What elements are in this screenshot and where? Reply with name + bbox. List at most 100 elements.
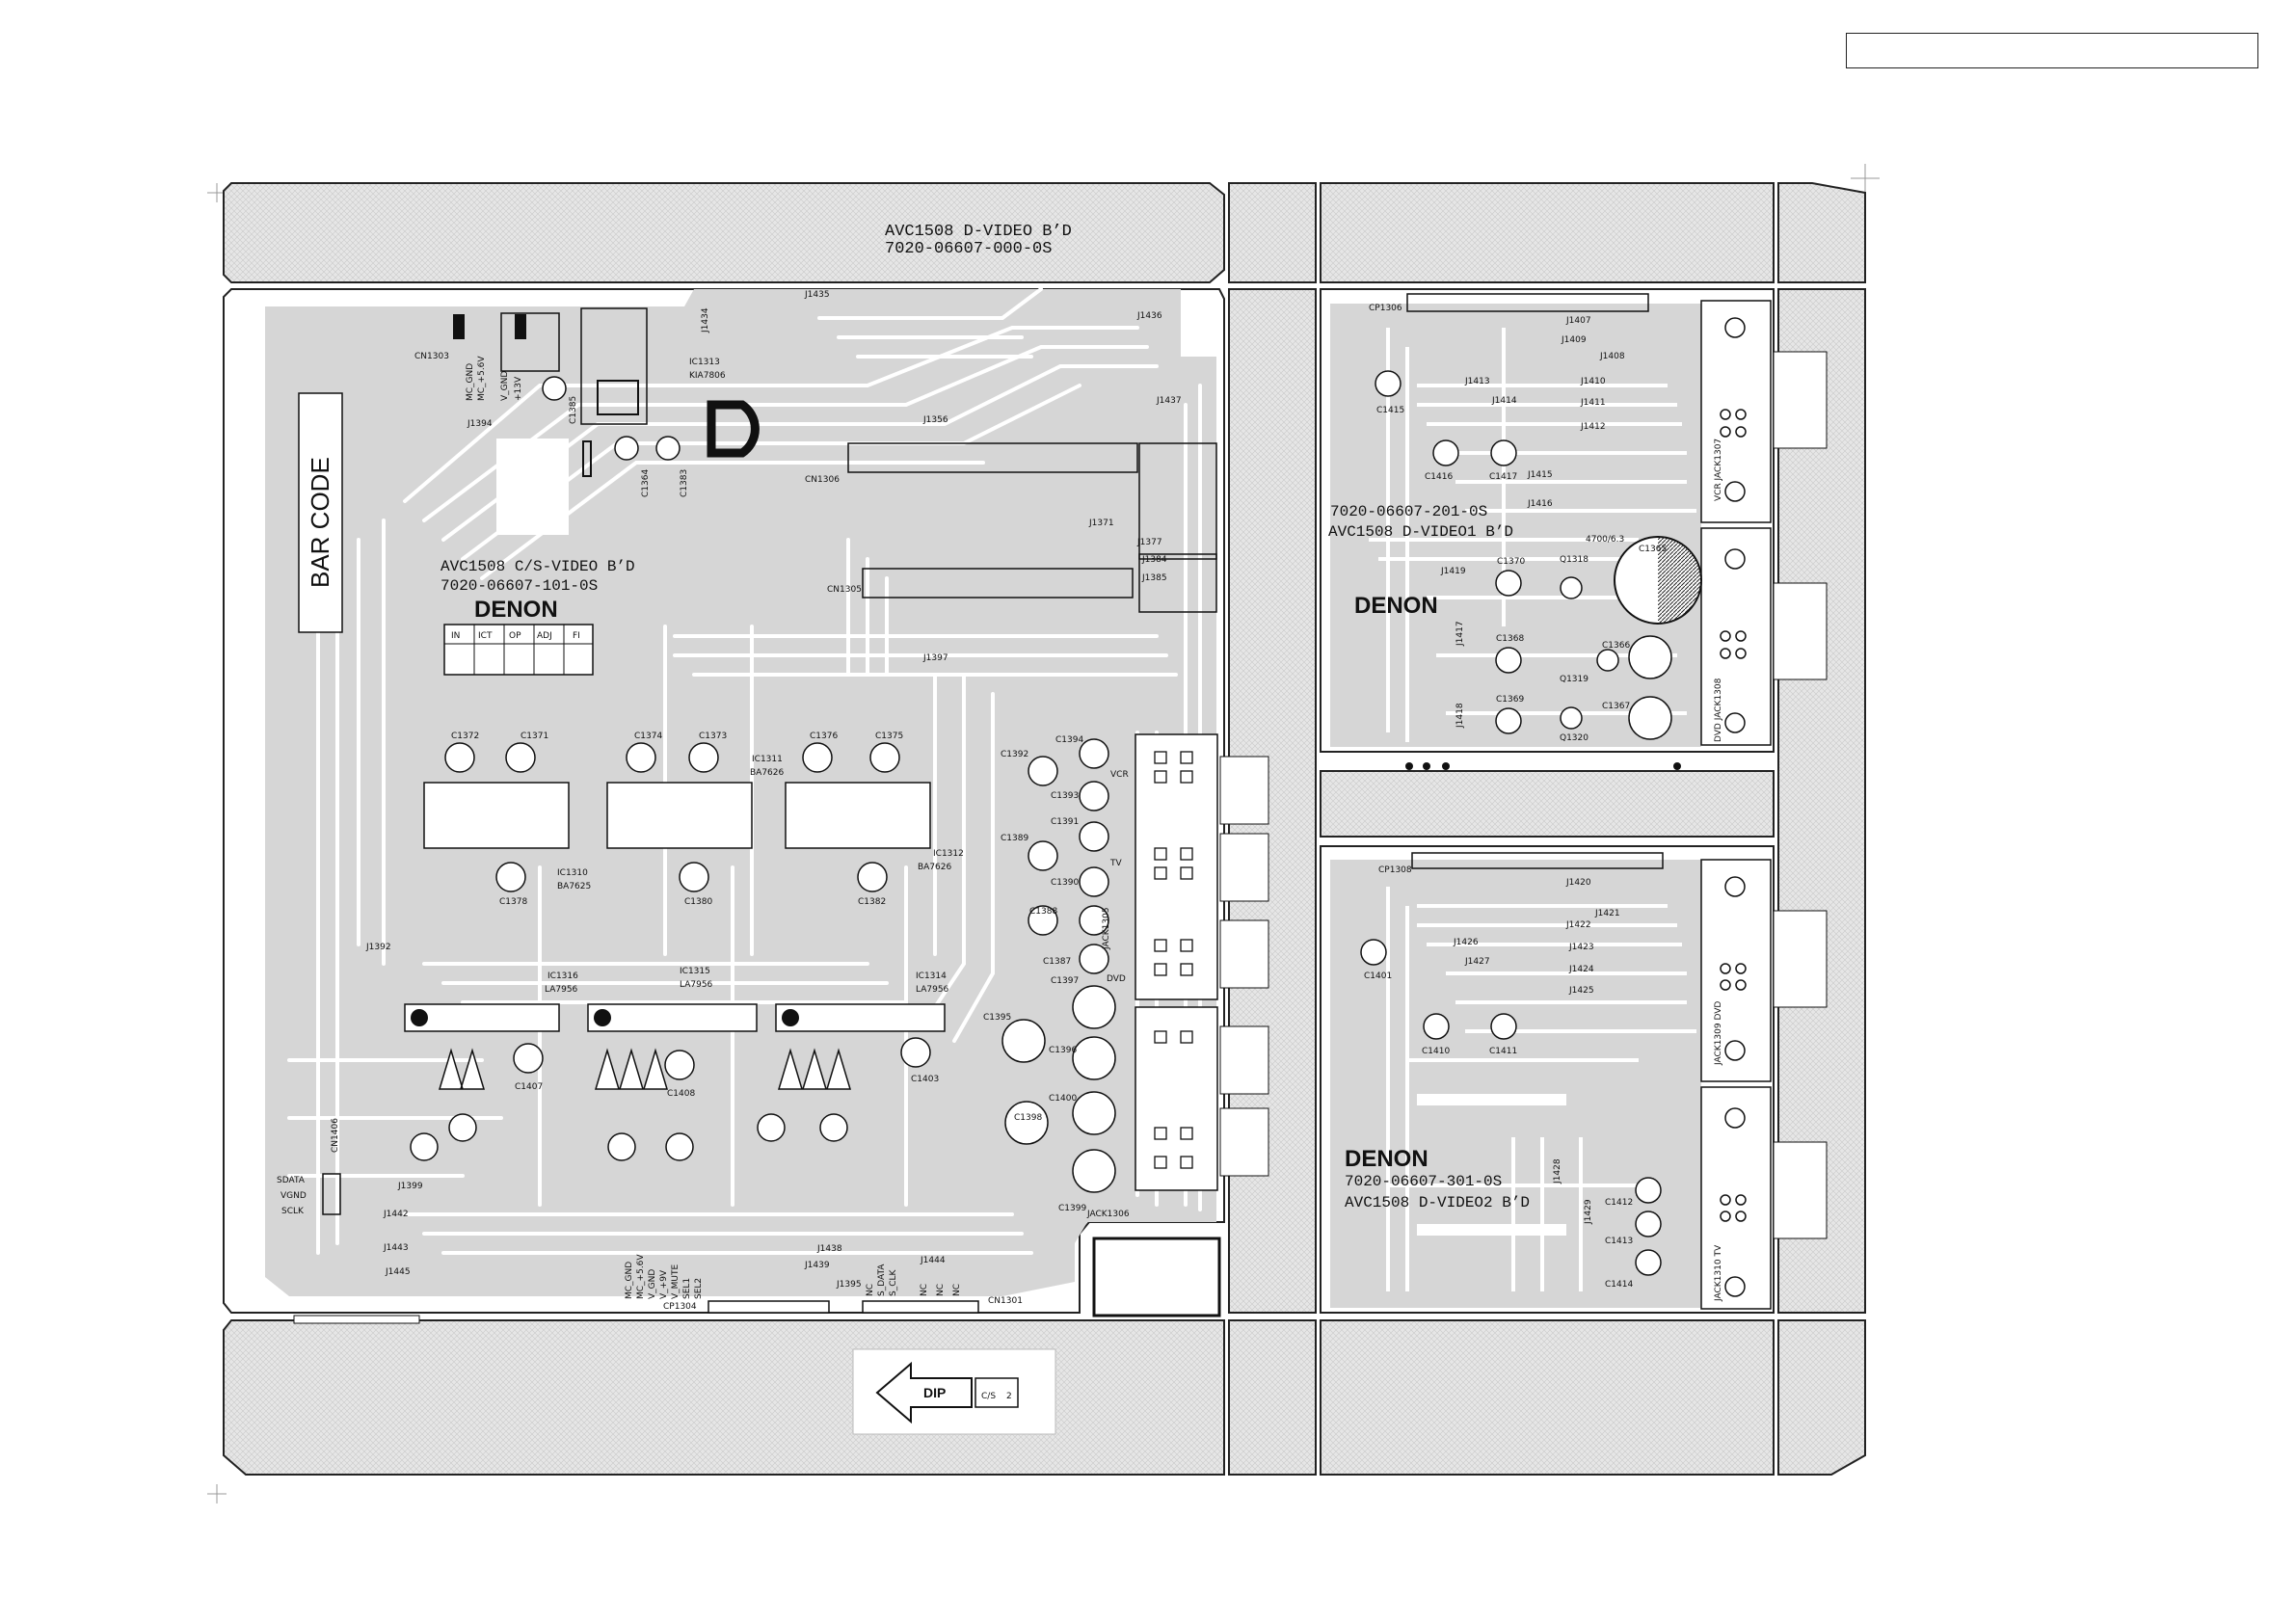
dip-direction-block: DIP C/S 2 bbox=[852, 1348, 1056, 1435]
cap-c1394: C1394 bbox=[1055, 735, 1083, 745]
cn1406-label: CN1406 bbox=[331, 1118, 340, 1153]
video2-brand: DENON bbox=[1345, 1146, 1428, 1172]
cap-c1376: C1376 bbox=[810, 732, 838, 741]
video1-j1417: J1417 bbox=[1455, 621, 1465, 647]
ic1313-ref: IC1313 bbox=[689, 358, 720, 367]
jumper-j1371: J1371 bbox=[1088, 519, 1114, 528]
main-board: BAR CODE AVC1508 C/S-VIDEO B’D 7020-0660… bbox=[223, 287, 1269, 1324]
video2-j1427: J1427 bbox=[1464, 957, 1490, 967]
cn1301-pin-2: S_DATA bbox=[877, 1264, 887, 1296]
jumper-j1444: J1444 bbox=[920, 1256, 946, 1265]
jack-label-1305: JACK1305 bbox=[1102, 907, 1111, 950]
video1-cap-c1416: C1416 bbox=[1425, 472, 1453, 482]
side-strips bbox=[1228, 288, 1866, 1314]
jumper-j1443: J1443 bbox=[383, 1243, 409, 1253]
cap-c1374: C1374 bbox=[634, 732, 662, 741]
jack-label-1306: JACK1306 bbox=[1086, 1210, 1130, 1219]
video1-j1409: J1409 bbox=[1561, 335, 1587, 345]
jumper-j1377: J1377 bbox=[1136, 538, 1162, 547]
cap-c1387: C1387 bbox=[1043, 957, 1071, 967]
ic1316-part: LA7956 bbox=[545, 985, 578, 995]
cap-c1375: C1375 bbox=[875, 732, 903, 741]
video2-j1428: J1428 bbox=[1553, 1158, 1562, 1184]
video2-cap-c1401: C1401 bbox=[1364, 971, 1392, 981]
ic1310-part: BA7625 bbox=[557, 882, 591, 891]
video1-brand: DENON bbox=[1354, 593, 1438, 619]
video2-connector: CP1308 bbox=[1378, 865, 1412, 875]
ic1314-part: LA7956 bbox=[916, 985, 949, 995]
video1-cap-c1417: C1417 bbox=[1489, 472, 1517, 482]
cn1303-label: CN1303 bbox=[414, 352, 449, 361]
jack-label-dvd: DVD bbox=[1107, 974, 1126, 984]
video1-j1410: J1410 bbox=[1580, 377, 1606, 386]
video2-j1423: J1423 bbox=[1568, 943, 1594, 952]
bottom-pin-4: V_+9V bbox=[659, 1269, 669, 1299]
cn1303-pin-2: MC_+5.6V bbox=[477, 356, 487, 401]
cap-c1393: C1393 bbox=[1051, 791, 1079, 801]
jack-label-tv: TV bbox=[1109, 859, 1122, 868]
cap-c1378: C1378 bbox=[499, 897, 527, 907]
cap-c1364: C1364 bbox=[641, 469, 651, 497]
cn1301-pin-1: NC bbox=[866, 1284, 875, 1296]
video1-board-name: AVC1508 D-VIDEO1 B’D bbox=[1328, 523, 1513, 541]
cap-c1390: C1390 bbox=[1051, 878, 1079, 888]
video1-board: 7020-06607-201-0S AVC1508 D-VIDEO1 B’D D… bbox=[1320, 288, 1828, 770]
jumper-j1437: J1437 bbox=[1156, 396, 1182, 406]
jumper-j1435: J1435 bbox=[804, 290, 830, 300]
video1-cap-c1415: C1415 bbox=[1376, 406, 1404, 415]
ic1312-ref: IC1312 bbox=[933, 849, 964, 859]
ic1316-ref: IC1316 bbox=[547, 971, 578, 981]
ic1311-outline bbox=[606, 782, 753, 849]
top-breakaway-strip bbox=[223, 182, 1866, 283]
cn1301-pin-6: NC bbox=[952, 1284, 962, 1296]
video2-j1420: J1420 bbox=[1565, 878, 1591, 888]
check-box-ict: ICT bbox=[478, 631, 493, 641]
video1-j1419: J1419 bbox=[1440, 567, 1466, 576]
cap-c1400: C1400 bbox=[1049, 1094, 1077, 1104]
cap-c1388: C1388 bbox=[1029, 907, 1057, 917]
cap-c1391: C1391 bbox=[1051, 817, 1079, 827]
video1-cap-c1370: C1370 bbox=[1497, 557, 1525, 567]
jumper-j1384: J1384 bbox=[1141, 555, 1167, 565]
inspection-check-boxes: IN ICT OP ADJ FI bbox=[443, 624, 594, 676]
jumper-j1439: J1439 bbox=[804, 1261, 830, 1270]
cn1301-pin-3: S_CLK bbox=[889, 1268, 898, 1296]
cn1301-pin-5: NC bbox=[936, 1284, 946, 1296]
cp1304-label: CP1304 bbox=[663, 1302, 697, 1312]
video1-cap-c1365: C1365 bbox=[1639, 545, 1667, 554]
bar-code-label: BAR CODE bbox=[306, 457, 334, 588]
cn1303-pin-3: V_GND bbox=[500, 371, 510, 401]
main-board-brand: DENON bbox=[474, 597, 558, 623]
video1-j1412: J1412 bbox=[1580, 422, 1606, 432]
video1-j1411: J1411 bbox=[1580, 398, 1606, 408]
jumper-j1434: J1434 bbox=[701, 307, 710, 333]
video2-board: DENON 7020-06607-301-0S AVC1508 D-VIDEO2… bbox=[1320, 845, 1828, 1314]
jumper-j1394: J1394 bbox=[467, 419, 493, 429]
check-box-in: IN bbox=[451, 631, 460, 641]
video1-cap-rating: 4700/6.3 bbox=[1586, 535, 1624, 545]
bottom-pin-5: V_MUTE bbox=[671, 1264, 681, 1299]
ic1311-part: BA7626 bbox=[750, 768, 785, 778]
video1-j1407: J1407 bbox=[1565, 316, 1591, 326]
cn1406-pin-vgnd: VGND bbox=[280, 1191, 307, 1201]
jumper-j1356: J1356 bbox=[922, 415, 948, 425]
bottom-pin-6: SEL1 bbox=[682, 1278, 692, 1299]
video1-j1418: J1418 bbox=[1455, 703, 1465, 729]
video1-jack-vcr: VCR JACK1307 bbox=[1714, 439, 1723, 501]
ic1311-ref: IC1311 bbox=[752, 755, 783, 764]
cap-c1397: C1397 bbox=[1051, 976, 1079, 986]
cap-c1399: C1399 bbox=[1058, 1204, 1086, 1213]
video2-jack-tv: JACK1310 TV bbox=[1714, 1244, 1723, 1302]
video2-cap-c1412: C1412 bbox=[1605, 1198, 1633, 1208]
video2-j1421: J1421 bbox=[1594, 909, 1620, 918]
video2-j1424: J1424 bbox=[1568, 965, 1594, 974]
cap-c1408: C1408 bbox=[667, 1089, 695, 1099]
cap-c1380: C1380 bbox=[684, 897, 712, 907]
video1-q1319: Q1319 bbox=[1560, 675, 1589, 684]
jack-stack bbox=[1135, 733, 1269, 1191]
jumper-j1445: J1445 bbox=[385, 1267, 411, 1277]
ic1314-ref: IC1314 bbox=[916, 971, 947, 981]
cap-c1403: C1403 bbox=[911, 1075, 939, 1084]
ic1310-ref: IC1310 bbox=[557, 868, 588, 878]
ic1314-outline bbox=[775, 1003, 946, 1032]
